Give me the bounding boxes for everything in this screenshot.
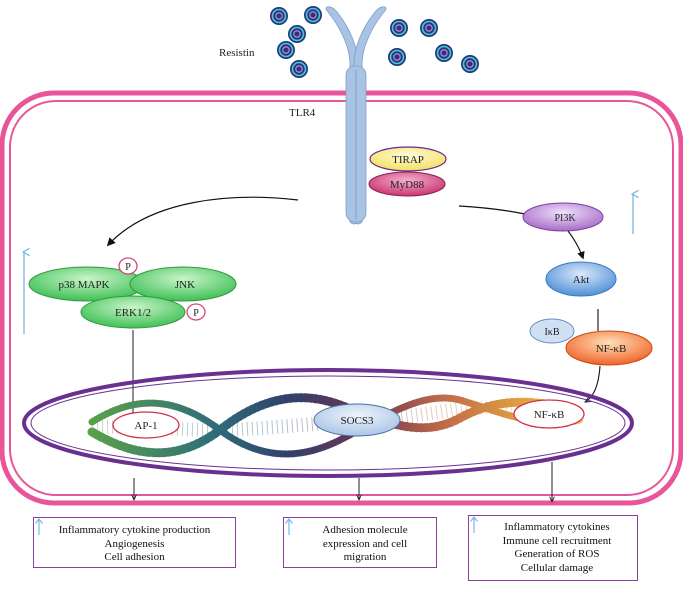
socs3-node: [313, 403, 401, 437]
nucleus-nfkb-node: [513, 399, 585, 429]
pi3k-node: [522, 202, 604, 232]
resistin-molecule-icon: [435, 44, 453, 62]
erk-node: [80, 295, 186, 329]
erk-label: ERK1/2: [115, 307, 151, 319]
nfkb-translocation-arrow: [585, 365, 601, 402]
nucleus-envelope: [22, 368, 634, 478]
jnk-label: JNK: [175, 279, 195, 291]
resistin-molecules: [270, 6, 479, 78]
phospho-label-erk: P: [193, 308, 199, 319]
cell-membrane: [0, 90, 683, 506]
resistin-molecule-icon: [420, 19, 438, 37]
tirap-label: TIRAP: [392, 154, 424, 166]
resistin-molecule-icon: [388, 48, 406, 66]
outcome-text: Generation of ROS: [514, 548, 600, 560]
outcome-text: Inflammatory cytokine production: [58, 524, 211, 536]
outcome-box-socs3: Adhesion molecule expression and cell mi…: [283, 517, 437, 568]
pi3k-to-akt-arrow: [567, 230, 585, 260]
ikb-label: IκB: [544, 327, 559, 338]
ikb-node: [529, 318, 575, 344]
line-to-pi3k: [458, 205, 526, 215]
outcome-text: expression and cell: [322, 537, 408, 550]
upregulation-arrow-icon: [35, 518, 43, 535]
upregulation-arrow-icon: [285, 518, 293, 535]
pi3k-label: PI3K: [554, 213, 576, 224]
upregulation-arrow-icon: [470, 516, 478, 533]
resistin-molecule-icon: [304, 6, 322, 24]
jnk-node: [129, 266, 237, 302]
resistin-molecule-icon: [277, 41, 295, 59]
outcome-text: Adhesion molecule: [322, 524, 408, 536]
arrow-to-mapk: [106, 196, 299, 247]
myd88-node: [368, 171, 446, 197]
p38-mapk-label: p38 MAPK: [58, 279, 109, 291]
outcome-text: Immune cell recruitment: [502, 534, 612, 547]
outcome-text: Cellular damage: [520, 561, 594, 574]
nfkb-node: [565, 330, 653, 366]
tlr4-label: TLR4: [289, 107, 316, 119]
outcome-text: migration: [343, 551, 387, 563]
resistin-molecule-icon: [390, 19, 408, 37]
phospho-tag-erk: [186, 303, 206, 321]
outcome-box-nfkb: Inflammatory cytokines Immune cell recru…: [468, 515, 638, 581]
resistin-molecule-icon: [288, 25, 306, 43]
socs3-label: SOCS3: [340, 415, 374, 427]
nucleus-nfkb-label: NF-κB: [534, 409, 565, 421]
outcome-text: Cell adhesion: [104, 551, 165, 563]
nfkb-label: NF-κB: [596, 343, 627, 355]
resistin-molecule-icon: [270, 7, 288, 25]
tirap-node: [369, 146, 447, 172]
cell-membrane-inner: [9, 100, 674, 496]
phospho-label-p38: P: [125, 262, 131, 273]
tlr4-receptor: [325, 6, 387, 225]
nucleus-envelope-inner: [30, 375, 626, 471]
resistin-molecule-icon: [461, 55, 479, 73]
myd88-label: MyD88: [390, 179, 425, 191]
outcome-text: Angiogenesis: [104, 537, 165, 550]
ap1-node: [112, 411, 180, 439]
outcome-box-mapk: Inflammatory cytokine production Angioge…: [33, 517, 236, 568]
outcome-text: Inflammatory cytokines: [504, 521, 610, 533]
resistin-label: Resistin: [219, 47, 255, 59]
akt-label: Akt: [573, 274, 590, 286]
resistin-molecule-icon: [290, 60, 308, 78]
phospho-tag-p38: [118, 257, 138, 275]
akt-node: [545, 261, 617, 297]
ap1-label: AP-1: [134, 420, 157, 432]
